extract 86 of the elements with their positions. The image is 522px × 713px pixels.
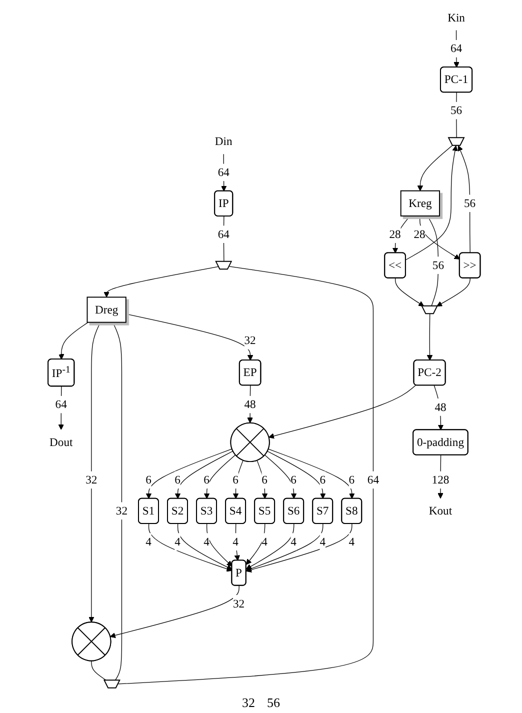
arrow	[266, 450, 326, 499]
arrow	[438, 454, 444, 499]
arrow	[206, 523, 232, 567]
edge-label: 6	[262, 473, 268, 486]
edge-label: 32	[116, 504, 128, 518]
edge-label: 6	[232, 473, 238, 486]
edge-label: 64	[218, 166, 230, 179]
arrow	[434, 385, 444, 430]
connector	[456, 92, 457, 138]
arrow	[221, 154, 227, 192]
arrow	[405, 145, 458, 260]
arrow	[246, 523, 352, 572]
arrow	[268, 384, 416, 439]
edge-label: 32	[244, 334, 256, 347]
edge-label: 28	[414, 228, 426, 240]
edge-label: 4	[262, 535, 268, 548]
bus-width-label: 56	[267, 695, 280, 710]
arrow	[146, 448, 232, 499]
arrow	[110, 585, 240, 638]
arrow	[247, 385, 253, 424]
arrow	[426, 314, 433, 361]
edge-label: 56	[432, 258, 444, 272]
edge-label: 6	[348, 473, 355, 486]
arrow	[58, 386, 64, 430]
arrow	[232, 460, 244, 499]
arrow	[126, 314, 254, 361]
edge-label: 64	[367, 473, 380, 486]
arrow	[246, 523, 294, 570]
node-text: Kin	[448, 10, 465, 24]
edge-label: 6	[290, 473, 296, 486]
edge-label: 64	[218, 228, 230, 240]
des-architecture-diagram: 64 64 64 64 32 32 32 48 6 6 6 6 6 6 6 6 4 4 4 4 4 4 4 4 32 64 56 28 28 56 56 48 128 Din IP Dreg IP$^{-1}$ Dout EP S1 S2 S3 S4 S5 S6 S7 S8 P Kin PC-1 Kreg << >> PC-2 0-padding Kout	[0, 0, 522, 693]
arrow	[204, 454, 236, 499]
node-text: Kout	[428, 504, 452, 518]
edge-label: 32	[232, 596, 245, 610]
node-box	[400, 190, 440, 216]
edge-label: 4	[174, 535, 180, 548]
edge-label: 6	[146, 473, 152, 486]
arrow	[148, 523, 232, 572]
edge-label: 4	[348, 535, 355, 548]
edge-label: 6	[320, 473, 326, 486]
arrow	[256, 460, 268, 499]
node-text: Dout	[50, 435, 73, 448]
edge-label: 128	[432, 473, 450, 486]
node-trapezoid	[448, 137, 465, 146]
arrow	[417, 144, 453, 192]
edge-label: 4	[232, 535, 238, 548]
connector	[91, 660, 107, 681]
edge-label: 6	[174, 473, 180, 486]
arrow	[177, 523, 232, 570]
arrow	[264, 454, 297, 499]
arrow	[454, 30, 460, 68]
arrow	[246, 523, 266, 565]
edge-label: 56	[450, 104, 462, 117]
arrow	[268, 448, 355, 499]
edge-label: 4	[320, 535, 326, 548]
edge-label: 6	[204, 473, 210, 486]
connector	[112, 322, 122, 681]
arrow	[58, 322, 88, 360]
connector	[427, 216, 439, 307]
arrow	[436, 278, 470, 306]
edge-label: 32	[86, 473, 98, 486]
edge-label: 48	[434, 400, 446, 414]
node-trapezoid	[215, 260, 232, 270]
arrow	[394, 278, 424, 306]
edge-label: 48	[244, 398, 256, 411]
edge-label: 4	[146, 535, 152, 548]
bus-width-label: 32	[242, 695, 255, 710]
edge-label: 56	[464, 196, 476, 210]
arrow	[88, 322, 101, 622]
node-trapezoid	[103, 680, 120, 688]
connector	[223, 216, 224, 262]
edge-label: 64	[450, 42, 462, 55]
edge-label: 64	[55, 398, 67, 411]
arrow	[458, 145, 470, 254]
arrow	[420, 216, 460, 260]
edge-label: 4	[290, 535, 296, 548]
arrow	[174, 450, 234, 499]
arrow	[104, 266, 219, 298]
arrow	[246, 523, 324, 572]
edge-label: 4	[204, 535, 210, 548]
connector	[118, 266, 374, 684]
node-trapezoid	[421, 305, 438, 314]
edge-label: 28	[389, 228, 401, 240]
node-text: Din	[214, 134, 232, 148]
node-box	[86, 296, 126, 323]
